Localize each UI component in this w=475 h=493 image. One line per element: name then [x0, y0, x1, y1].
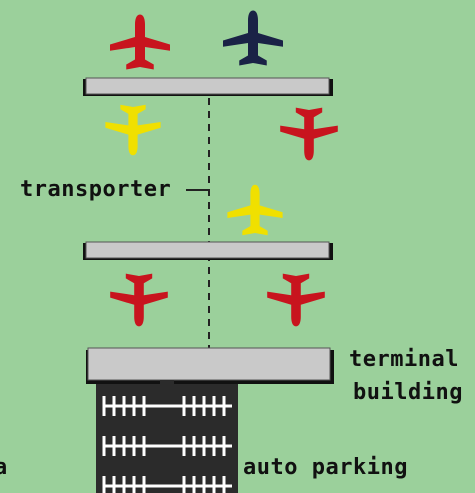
plane-lower-right — [267, 273, 325, 327]
plane-mid-right — [280, 107, 338, 161]
plane-top-left — [110, 14, 170, 70]
plane-lower-left — [110, 273, 168, 327]
terminal-building — [86, 347, 334, 384]
transporter-label: transporter — [20, 177, 172, 202]
terminal-label-line2: building — [353, 380, 463, 405]
concourse-middle — [83, 241, 333, 260]
parking-lot — [96, 380, 238, 493]
plane-top-right — [223, 10, 283, 66]
terminal-label-line1: terminal — [349, 347, 459, 372]
plane-mid-left — [105, 104, 161, 156]
concourse-top — [83, 77, 333, 96]
plane-near-transporter — [227, 184, 283, 236]
auto-parking-label: auto parking — [243, 455, 408, 480]
cut-off-label: a — [0, 455, 8, 480]
